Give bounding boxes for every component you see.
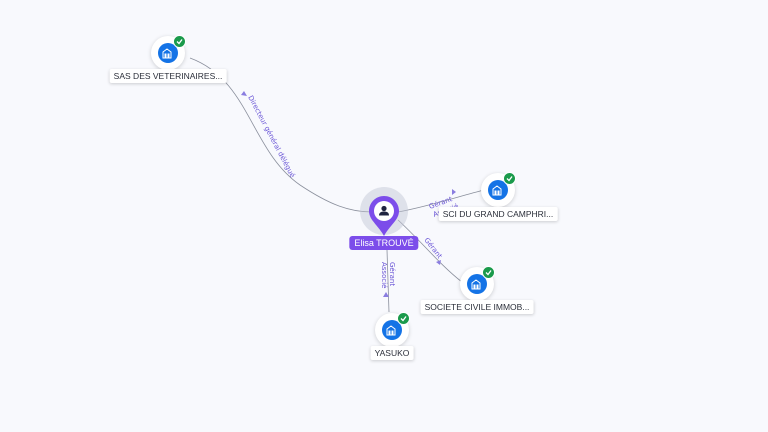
person-node[interactable]: [368, 195, 400, 237]
building-icon: [158, 43, 178, 63]
person-icon: [379, 205, 389, 216]
verified-check-icon: [482, 266, 495, 279]
company-label-sci[interactable]: SCI DU GRAND CAMPHRI...: [438, 207, 558, 221]
building-icon: [467, 274, 487, 294]
company-label-soc[interactable]: SOCIETE CIVILE IMMOB...: [420, 300, 534, 314]
arrow-soc: [436, 260, 441, 265]
company-node-sci[interactable]: [481, 172, 516, 207]
edge-label-yas-1: Gérant: [388, 262, 396, 286]
building-icon: [382, 320, 402, 340]
edge-label-soc: Gérant: [422, 236, 443, 260]
verified-check-icon: [397, 312, 410, 325]
edge-label-yas-2: Associé: [380, 262, 388, 288]
company-node-soc[interactable]: [460, 266, 495, 301]
arrow-sci: [452, 189, 456, 195]
verified-check-icon: [173, 35, 186, 48]
arrow-yas: [383, 292, 389, 297]
building-icon: [488, 180, 508, 200]
edge-label-sas: Directeur général délégué: [246, 94, 296, 179]
company-node-yas[interactable]: [375, 312, 410, 347]
person-name-label[interactable]: Elisa TROUVÉ: [349, 236, 419, 250]
verified-check-icon: [503, 172, 516, 185]
edge-yas: [386, 249, 390, 313]
edge-soc: [397, 219, 463, 283]
edge-sci: [397, 189, 485, 213]
company-label-sas[interactable]: SAS DES VETERINAIRES...: [109, 69, 227, 83]
company-node-sas[interactable]: [151, 35, 186, 70]
arrow-sas: [241, 91, 247, 96]
company-label-yas[interactable]: YASUKO: [370, 346, 414, 360]
